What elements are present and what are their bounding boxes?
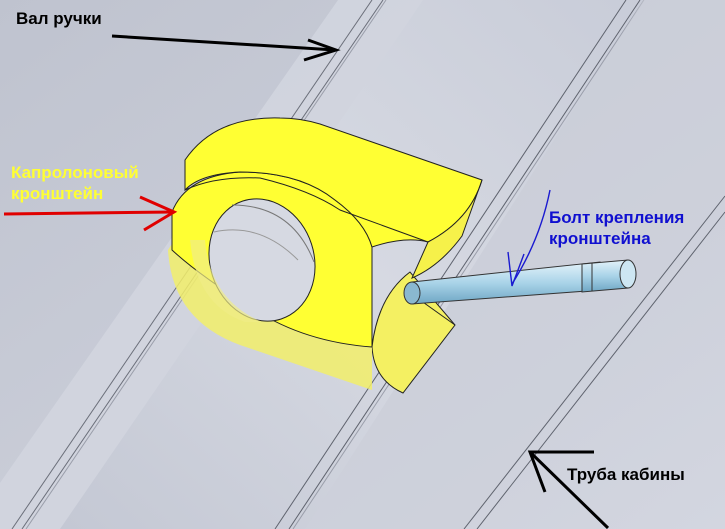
tube-edges-right — [305, 0, 725, 529]
bolt — [403, 259, 637, 305]
label-bracket-line1: Капролоновый — [11, 163, 139, 182]
tube-arrow — [527, 450, 610, 529]
label-bolt-line2: кронштейна — [549, 229, 651, 248]
bracket-arrow — [3, 195, 178, 232]
shaft-arrow — [111, 34, 341, 62]
bolt-arrow — [507, 189, 551, 287]
label-bracket: Капролоновый кронштейн — [11, 162, 139, 204]
label-bolt-line1: Болт крепления — [549, 208, 685, 227]
label-bolt: Болт крепления кронштейна — [549, 207, 684, 249]
label-handle-shaft: Вал ручки — [16, 9, 102, 28]
label-cabin-tube: Труба кабины — [567, 465, 685, 484]
label-bracket-line2: кронштейн — [11, 184, 104, 203]
